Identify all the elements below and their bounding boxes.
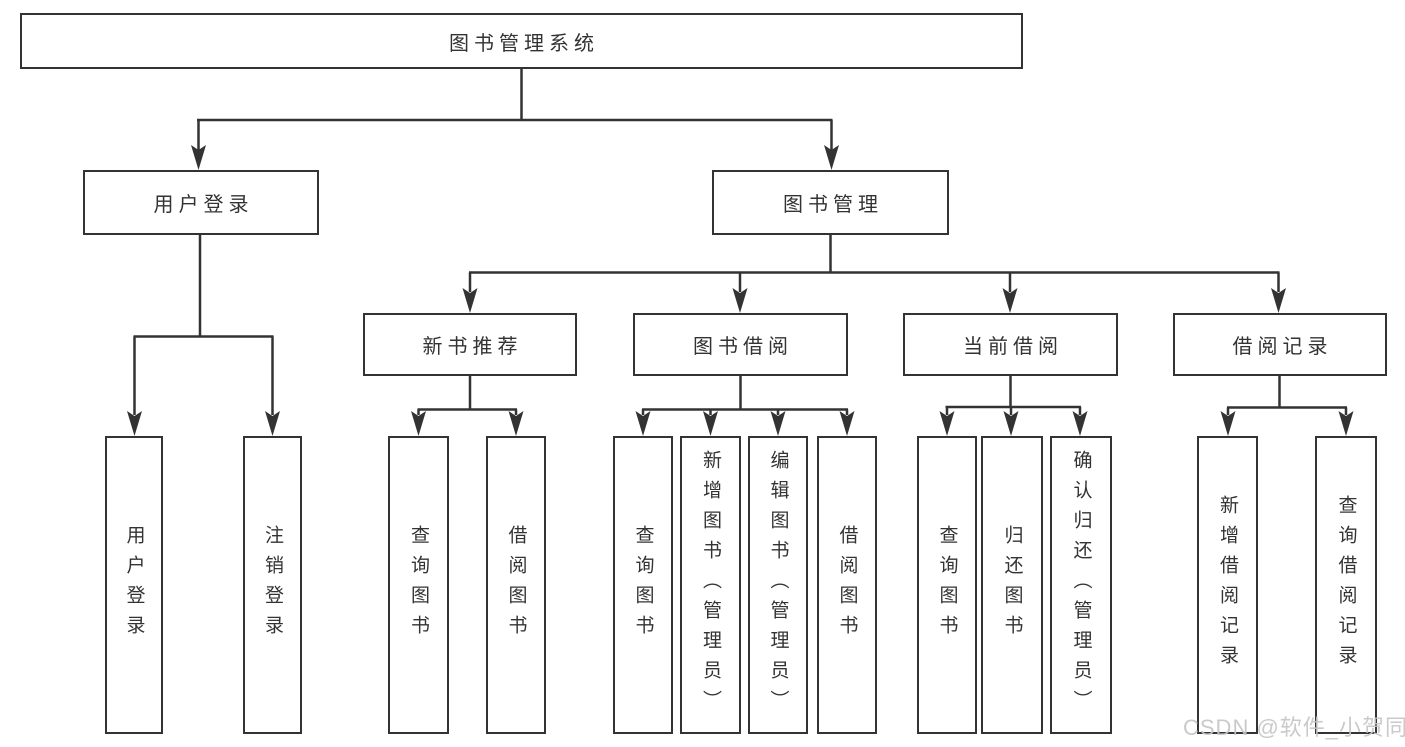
leaf-edit-book-admin: 编辑图书（管理员）	[748, 436, 808, 734]
leaf-return-book: 归还图书	[981, 436, 1043, 734]
leaf-logout-label: 注销登录	[262, 525, 283, 645]
leaf-add-book-admin: 新增图书（管理员）	[680, 436, 741, 734]
leaf-query-borrow-record: 查询借阅记录	[1315, 436, 1377, 734]
node-user-login-label: 用户登录	[153, 194, 254, 216]
leaf-query-book-current-label: 查询图书	[936, 525, 958, 645]
watermark: CSDN @软件_小贺同学	[1183, 715, 1405, 740]
node-new-book-recommend: 新书推荐	[363, 313, 577, 376]
node-root: 图书管理系统	[20, 13, 1023, 69]
leaf-add-borrow-record-label: 新增借阅记录	[1217, 495, 1238, 675]
node-book-borrowing: 图书借阅	[633, 313, 848, 376]
leaf-query-borrow-record-label: 查询借阅记录	[1335, 495, 1357, 675]
node-current-borrowing-label: 当前借阅	[963, 336, 1063, 358]
leaf-add-book-admin-label: 新增图书（管理员）	[700, 450, 721, 720]
leaf-edit-book-admin-label: 编辑图书（管理员）	[767, 450, 789, 720]
leaf-query-book-borrowing-label: 查询图书	[632, 525, 654, 645]
leaf-borrow-book-recommend-label: 借阅图书	[505, 525, 527, 645]
leaf-query-book-recommend-label: 查询图书	[408, 525, 429, 645]
node-book-management-label: 图书管理	[783, 194, 883, 216]
leaf-return-book-label: 归还图书	[1001, 525, 1023, 645]
connector-lines	[133, 68, 1348, 415]
leaf-add-borrow-record: 新增借阅记录	[1197, 436, 1258, 734]
leaf-confirm-return-admin-label: 确认归还（管理员）	[1070, 450, 1092, 720]
node-borrowing-records: 借阅记录	[1173, 313, 1387, 376]
leaf-user-login: 用户登录	[105, 436, 163, 734]
leaf-logout: 注销登录	[243, 436, 302, 734]
leaf-query-book-current: 查询图书	[917, 436, 977, 734]
leaf-query-book-recommend: 查询图书	[388, 436, 449, 734]
leaf-borrow-book-recommend: 借阅图书	[486, 436, 546, 734]
leaf-user-login-label: 用户登录	[123, 525, 145, 645]
node-root-label: 图书管理系统	[449, 32, 599, 55]
node-book-borrowing-label: 图书借阅	[693, 336, 793, 358]
node-user-login: 用户登录	[83, 170, 319, 235]
node-new-book-recommend-label: 新书推荐	[422, 336, 523, 358]
leaf-confirm-return-admin: 确认归还（管理员）	[1050, 436, 1112, 734]
node-current-borrowing: 当前借阅	[903, 313, 1118, 376]
node-book-management: 图书管理	[712, 170, 949, 235]
leaf-query-book-borrowing: 查询图书	[613, 436, 673, 734]
node-borrowing-records-label: 借阅记录	[1232, 336, 1333, 358]
leaf-borrow-book-borrowing-label: 借阅图书	[836, 525, 858, 645]
arrowheads	[127, 145, 1354, 436]
leaf-borrow-book-borrowing: 借阅图书	[817, 436, 877, 734]
